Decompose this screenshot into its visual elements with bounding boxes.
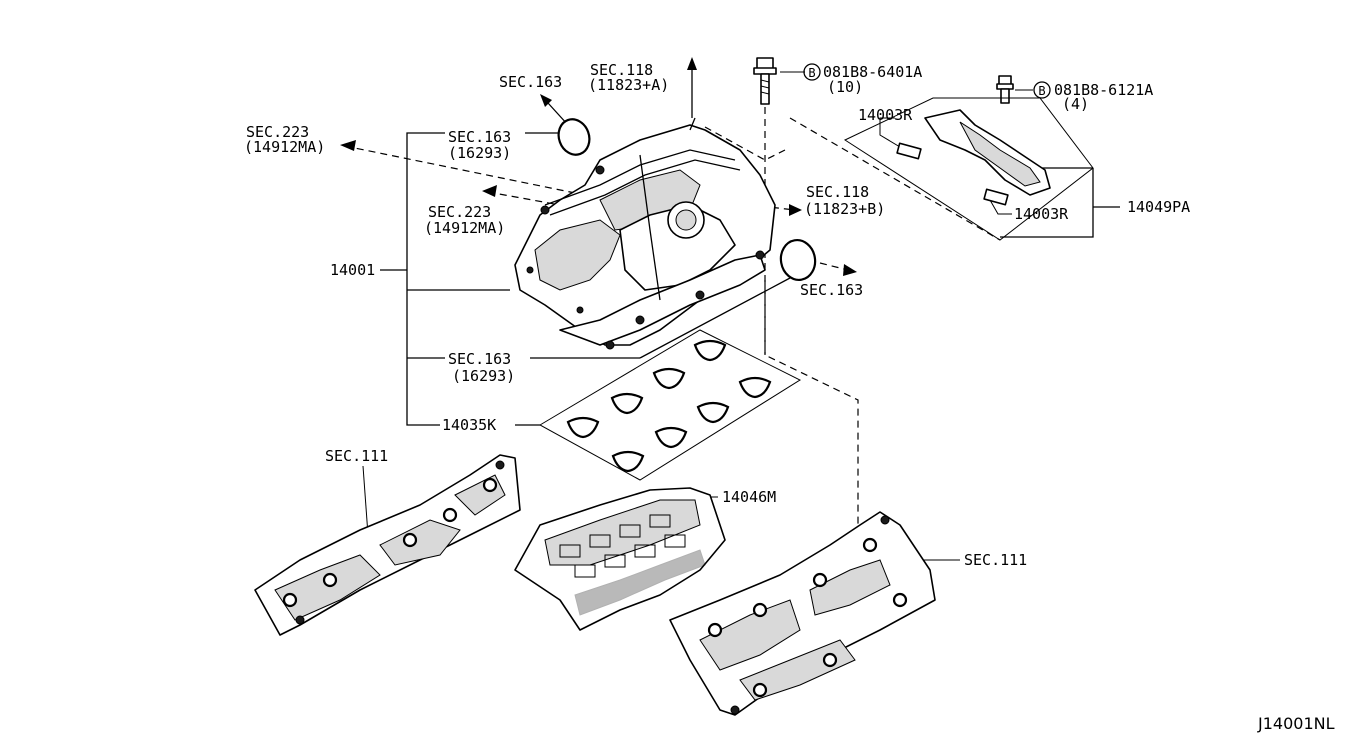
label-sec223-mid-line1: SEC.223 — [428, 203, 491, 221]
label-14001: 14001 — [330, 261, 375, 279]
label-bolt2-qty: (4) — [1062, 95, 1089, 113]
gasket-14035k — [538, 329, 802, 481]
label-sec118-b-line2: (11823+B) — [804, 200, 885, 218]
label-bolt2-code: 081B8-6121A — [1054, 81, 1153, 99]
bolt2-marker-letter: B — [1038, 84, 1045, 98]
bolt-marker-b-2: B — [1033, 81, 1051, 99]
lower-manifold-14046m — [514, 487, 726, 631]
label-14046m: 14046M — [722, 488, 776, 506]
bolt-081b8-6121a — [996, 75, 1014, 104]
label-sec118-a-line1: SEC.118 — [590, 61, 653, 79]
intake-manifold-14001 — [514, 117, 776, 350]
bolt1-marker-letter: B — [808, 66, 815, 80]
label-sec223-left-line2: (14912MA) — [244, 138, 325, 156]
leader-lines — [362, 71, 1120, 561]
bolt-marker-b-1: B — [803, 63, 821, 81]
label-sec163-16293-bot-line1: SEC.163 — [448, 350, 511, 368]
callout-labels: SEC.118 (11823+A) SEC.163 081B8-6401A (1… — [244, 61, 1335, 733]
bracket-14049pa — [843, 97, 1094, 241]
cylinder-head-gasket-right — [669, 511, 936, 716]
cylinder-head-gasket-left — [254, 454, 521, 636]
label-14049pa: 14049PA — [1127, 198, 1190, 216]
label-bolt1-qty: (10) — [827, 78, 863, 96]
label-bolt1-code: 081B8-6401A — [823, 63, 922, 81]
label-14003r-top: 14003R — [858, 106, 913, 124]
label-sec111-right: SEC.111 — [964, 551, 1027, 569]
diagram-id: J14001NL — [1257, 714, 1335, 733]
label-sec118-a-line2: (11823+A) — [588, 76, 669, 94]
label-sec223-left-line1: SEC.223 — [246, 123, 309, 141]
label-sec223-mid-line2: (14912MA) — [424, 219, 505, 237]
label-sec163-right: SEC.163 — [800, 281, 863, 299]
label-sec118-b-line1: SEC.118 — [806, 183, 869, 201]
label-sec163-top: SEC.163 — [499, 73, 562, 91]
label-sec163-16293-bot-line2: (16293) — [452, 367, 515, 385]
o-ring-top — [557, 118, 591, 156]
label-14035k: 14035K — [442, 416, 496, 434]
label-14003r-bottom: 14003R — [1014, 205, 1069, 223]
o-ring-right — [779, 238, 817, 282]
label-sec163-16293-top-line2: (16293) — [448, 144, 511, 162]
label-sec163-16293-top-line1: SEC.163 — [448, 128, 511, 146]
label-sec111-left: SEC.111 — [325, 447, 388, 465]
bolt-081b8-6401a — [753, 57, 777, 105]
